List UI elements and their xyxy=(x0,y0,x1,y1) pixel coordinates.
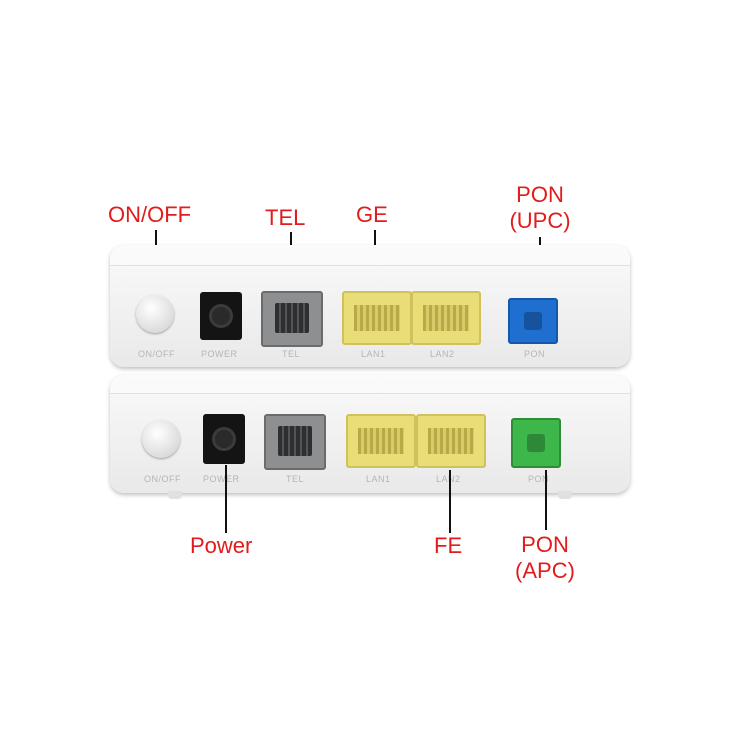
top-tel-port[interactable] xyxy=(261,291,323,347)
bottom-label-on-off: ON/OFF xyxy=(144,474,181,484)
pon-apc-callout-line2: (APC) xyxy=(515,558,575,583)
power-callout-line xyxy=(225,465,227,533)
bottom-device-left-foot xyxy=(168,491,182,499)
top-lan2-port[interactable] xyxy=(411,291,481,345)
bottom-tel-port[interactable] xyxy=(264,414,326,470)
fe-callout-line xyxy=(449,470,451,533)
top-label-lan2: LAN2 xyxy=(430,349,455,359)
fe-callout: FE xyxy=(434,533,463,558)
ge-callout: GE xyxy=(356,202,388,227)
bottom-label-pon: PON xyxy=(528,474,550,484)
bottom-device-right-foot xyxy=(558,491,572,499)
top-lan1-port[interactable] xyxy=(342,291,412,345)
tel-callout: TEL xyxy=(265,205,306,230)
bottom-device-front-panel: ON/OFF POWER TEL LAN1 LAN2 PON xyxy=(110,393,630,493)
top-power-switch-button[interactable] xyxy=(136,295,174,333)
top-label-tel: TEL xyxy=(282,349,301,359)
pon-apc-callout-line xyxy=(545,470,547,530)
bottom-ont-device: ON/OFF POWER TEL LAN1 LAN2 PON xyxy=(110,375,630,499)
pon-upc-callout: PON (UPC) xyxy=(505,182,575,234)
pon-apc-callout-line1: PON xyxy=(521,532,569,557)
top-label-pon: PON xyxy=(524,349,546,359)
power-callout: Power xyxy=(190,533,253,558)
pon-upc-callout-line1: PON xyxy=(516,182,564,207)
top-dc-power-jack[interactable] xyxy=(200,292,242,340)
bottom-label-lan2: LAN2 xyxy=(436,474,461,484)
bottom-dc-power-jack[interactable] xyxy=(203,414,245,464)
bottom-pon-apc-port[interactable] xyxy=(511,418,561,468)
bottom-label-power: POWER xyxy=(203,474,240,484)
on-off-callout: ON/OFF xyxy=(108,202,192,227)
top-label-lan1: LAN1 xyxy=(361,349,386,359)
top-label-on-off: ON/OFF xyxy=(138,349,175,359)
top-label-power: POWER xyxy=(201,349,238,359)
bottom-lan2-port[interactable] xyxy=(416,414,486,468)
bottom-label-lan1: LAN1 xyxy=(366,474,391,484)
top-ont-device: ON/OFF POWER TEL LAN1 LAN2 PON xyxy=(110,245,630,367)
pon-upc-callout-line2: (UPC) xyxy=(509,208,571,233)
pon-apc-callout: PON (APC) xyxy=(510,532,580,584)
top-pon-upc-port[interactable] xyxy=(508,298,558,344)
bottom-lan1-port[interactable] xyxy=(346,414,416,468)
bottom-power-switch-button[interactable] xyxy=(142,420,180,458)
top-device-front-panel: ON/OFF POWER TEL LAN1 LAN2 PON xyxy=(110,265,630,367)
bottom-label-tel: TEL xyxy=(286,474,305,484)
